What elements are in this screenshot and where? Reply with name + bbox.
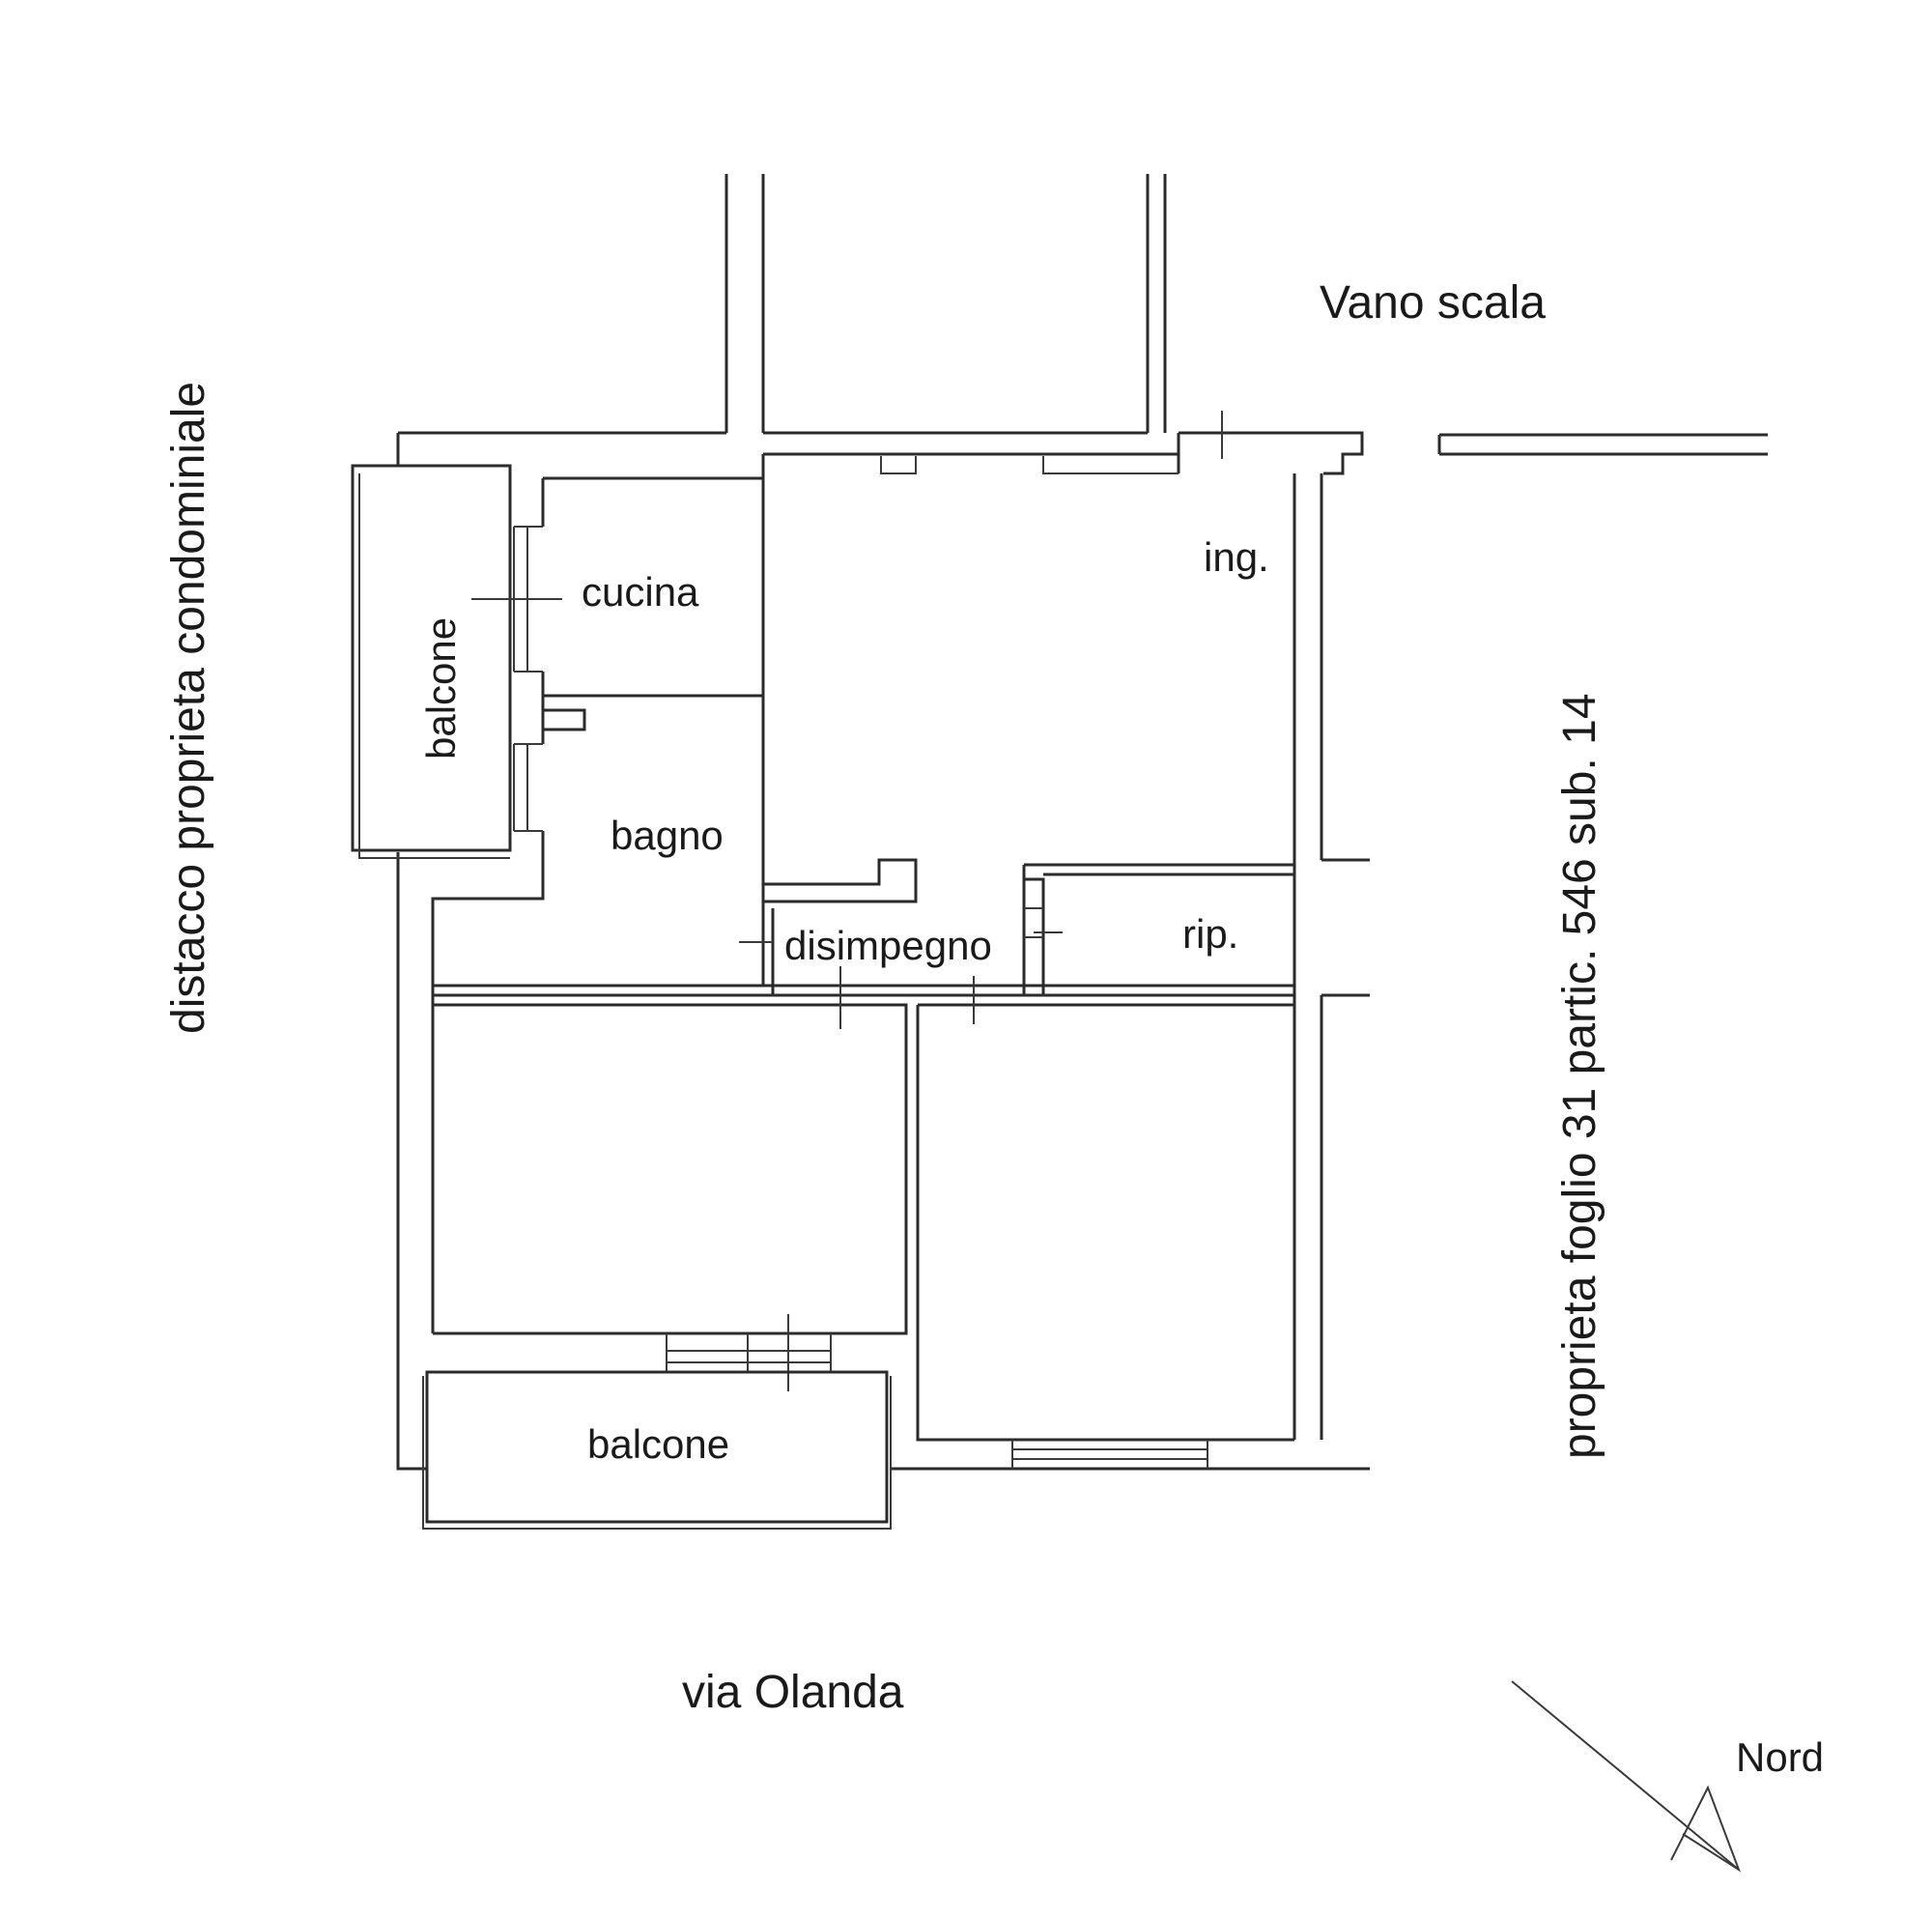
balcone-south-shape	[422, 1370, 892, 1530]
north-arrow-icon	[1511, 1680, 1741, 1873]
label-nord: Nord	[1736, 1734, 1825, 1780]
stair-doors	[761, 433, 1345, 478]
label-vano-scala: Vano scala	[1320, 277, 1546, 329]
room-label-balcone-south: balcone	[587, 1421, 730, 1467]
label-distacco-proprieta: distacco proprieta condominiale	[163, 381, 214, 1034]
room-label-balcone-west: balcone	[418, 616, 464, 759]
label-via-olanda: via Olanda	[682, 1667, 904, 1718]
room-label-cucina: cucina	[582, 569, 699, 615]
room-label-ingresso: ing.	[1204, 534, 1269, 580]
room-label-ripostiglio: rip.	[1182, 911, 1239, 957]
room-label-bagno: bagno	[611, 813, 724, 858]
label-proprieta-foglio: proprieta foglio 31 partic. 546 sub. 14	[1554, 693, 1605, 1459]
balcone-west-shape	[351, 464, 562, 859]
windows	[666, 456, 1208, 1469]
interior-walls	[431, 411, 1294, 1442]
exterior-walls	[396, 174, 1768, 1471]
room-label-disimpegno: disimpegno	[784, 923, 992, 968]
